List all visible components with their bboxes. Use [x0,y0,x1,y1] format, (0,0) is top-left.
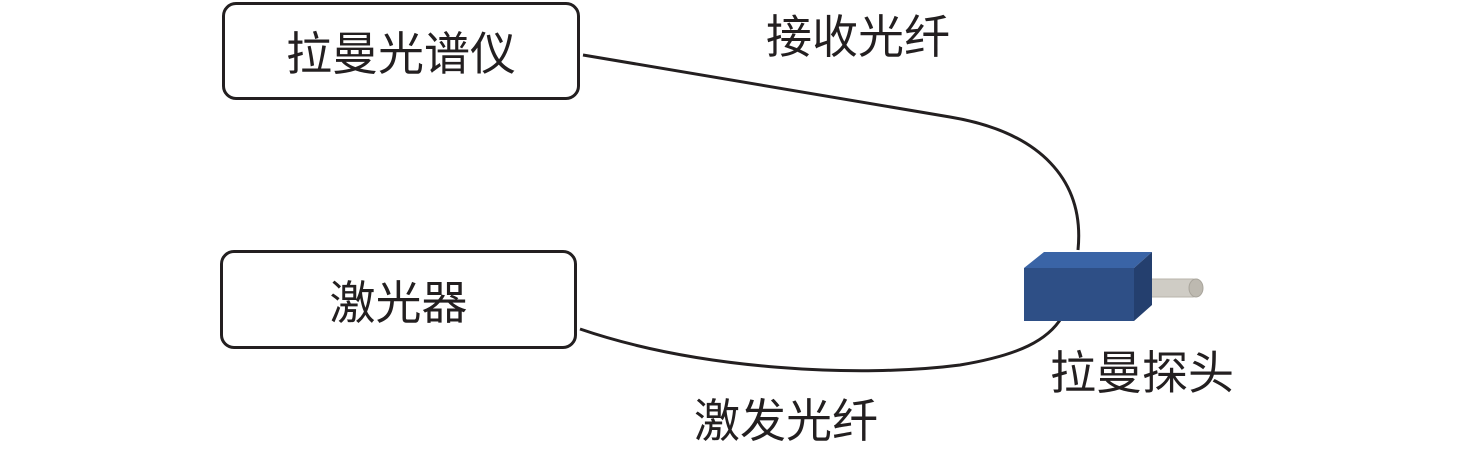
raman-probe-icon [1024,252,1204,321]
probe-top-face [1024,252,1152,268]
probe-front-face [1024,268,1134,321]
probe-side-face [1134,252,1152,321]
spectrometer-box: 拉曼光谱仪 [222,2,580,100]
excitation-fiber [579,316,1064,373]
excitation-fiber-label: 激发光纤 [694,394,878,448]
spectrometer-label: 拉曼光谱仪 [286,27,516,81]
receive-fiber [582,53,1081,251]
receive-fiber-label: 接收光纤 [766,10,950,64]
probe-label: 拉曼探头 [1050,346,1234,400]
laser-box: 激光器 [220,250,577,349]
laser-label: 激光器 [329,275,468,330]
